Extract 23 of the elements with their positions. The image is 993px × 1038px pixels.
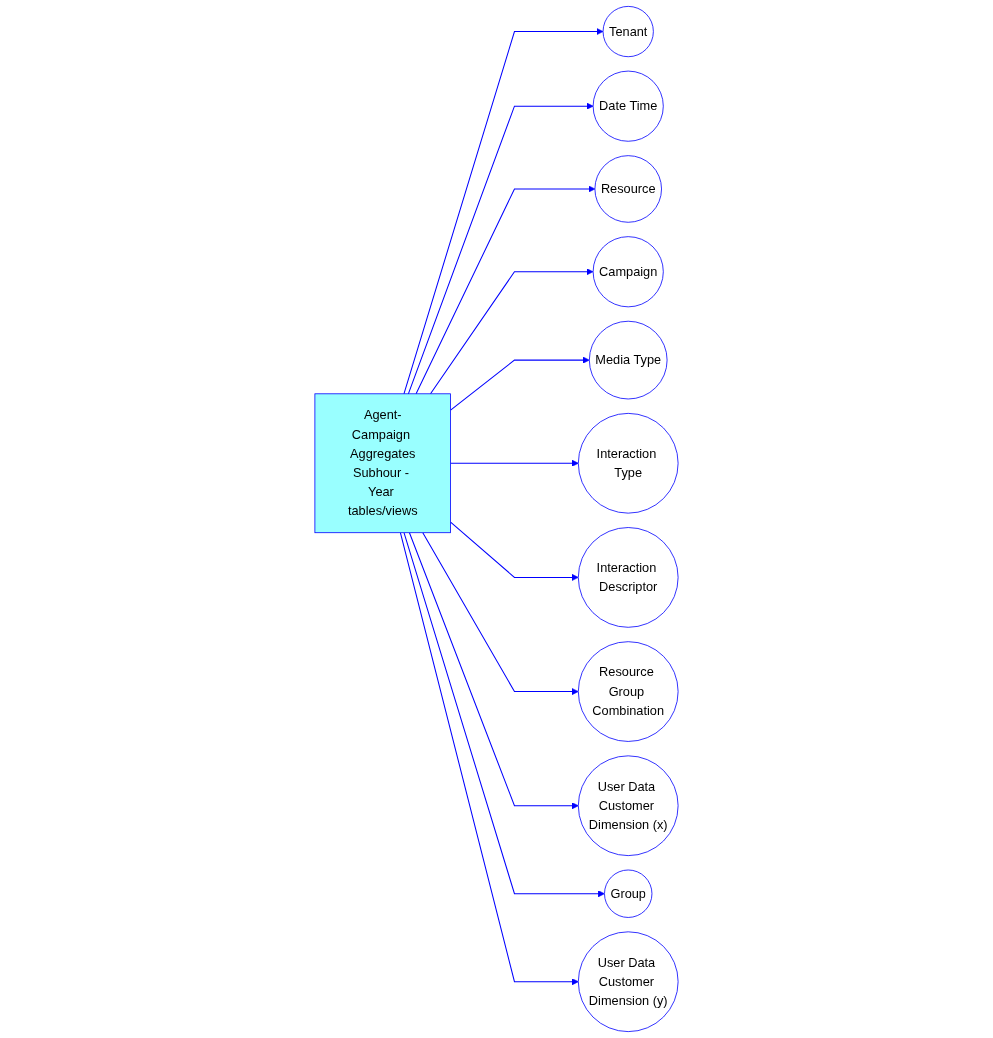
arrow [403,28,604,395]
arrow [450,459,579,467]
node-circle: Tenant [602,6,654,58]
arrow [430,268,594,395]
node-circle: Group [604,869,653,918]
node-circle: Campaign [592,236,664,308]
arrow [408,532,579,810]
node-circle: Interaction Descriptor [577,527,679,628]
arrow [422,532,579,696]
node-box: Agent-Campaign Aggregates Subhour - Year tables/views [314,393,451,534]
node-circle: Resource [594,155,662,223]
arrow [450,521,579,581]
arrow [399,532,579,986]
arrow [415,185,596,395]
node-circle: Resource Group Combination [577,641,679,742]
arrow [407,102,594,395]
arrow [403,532,605,898]
node-circle: User Data Customer Dimension (y) [577,931,679,1032]
node-circle: Interaction Type [577,412,679,514]
node-circle: Media Type [588,320,668,400]
node-circle: Date Time [592,70,664,142]
node-circle: User Data Customer Dimension (x) [577,755,679,856]
arrow [450,356,590,411]
